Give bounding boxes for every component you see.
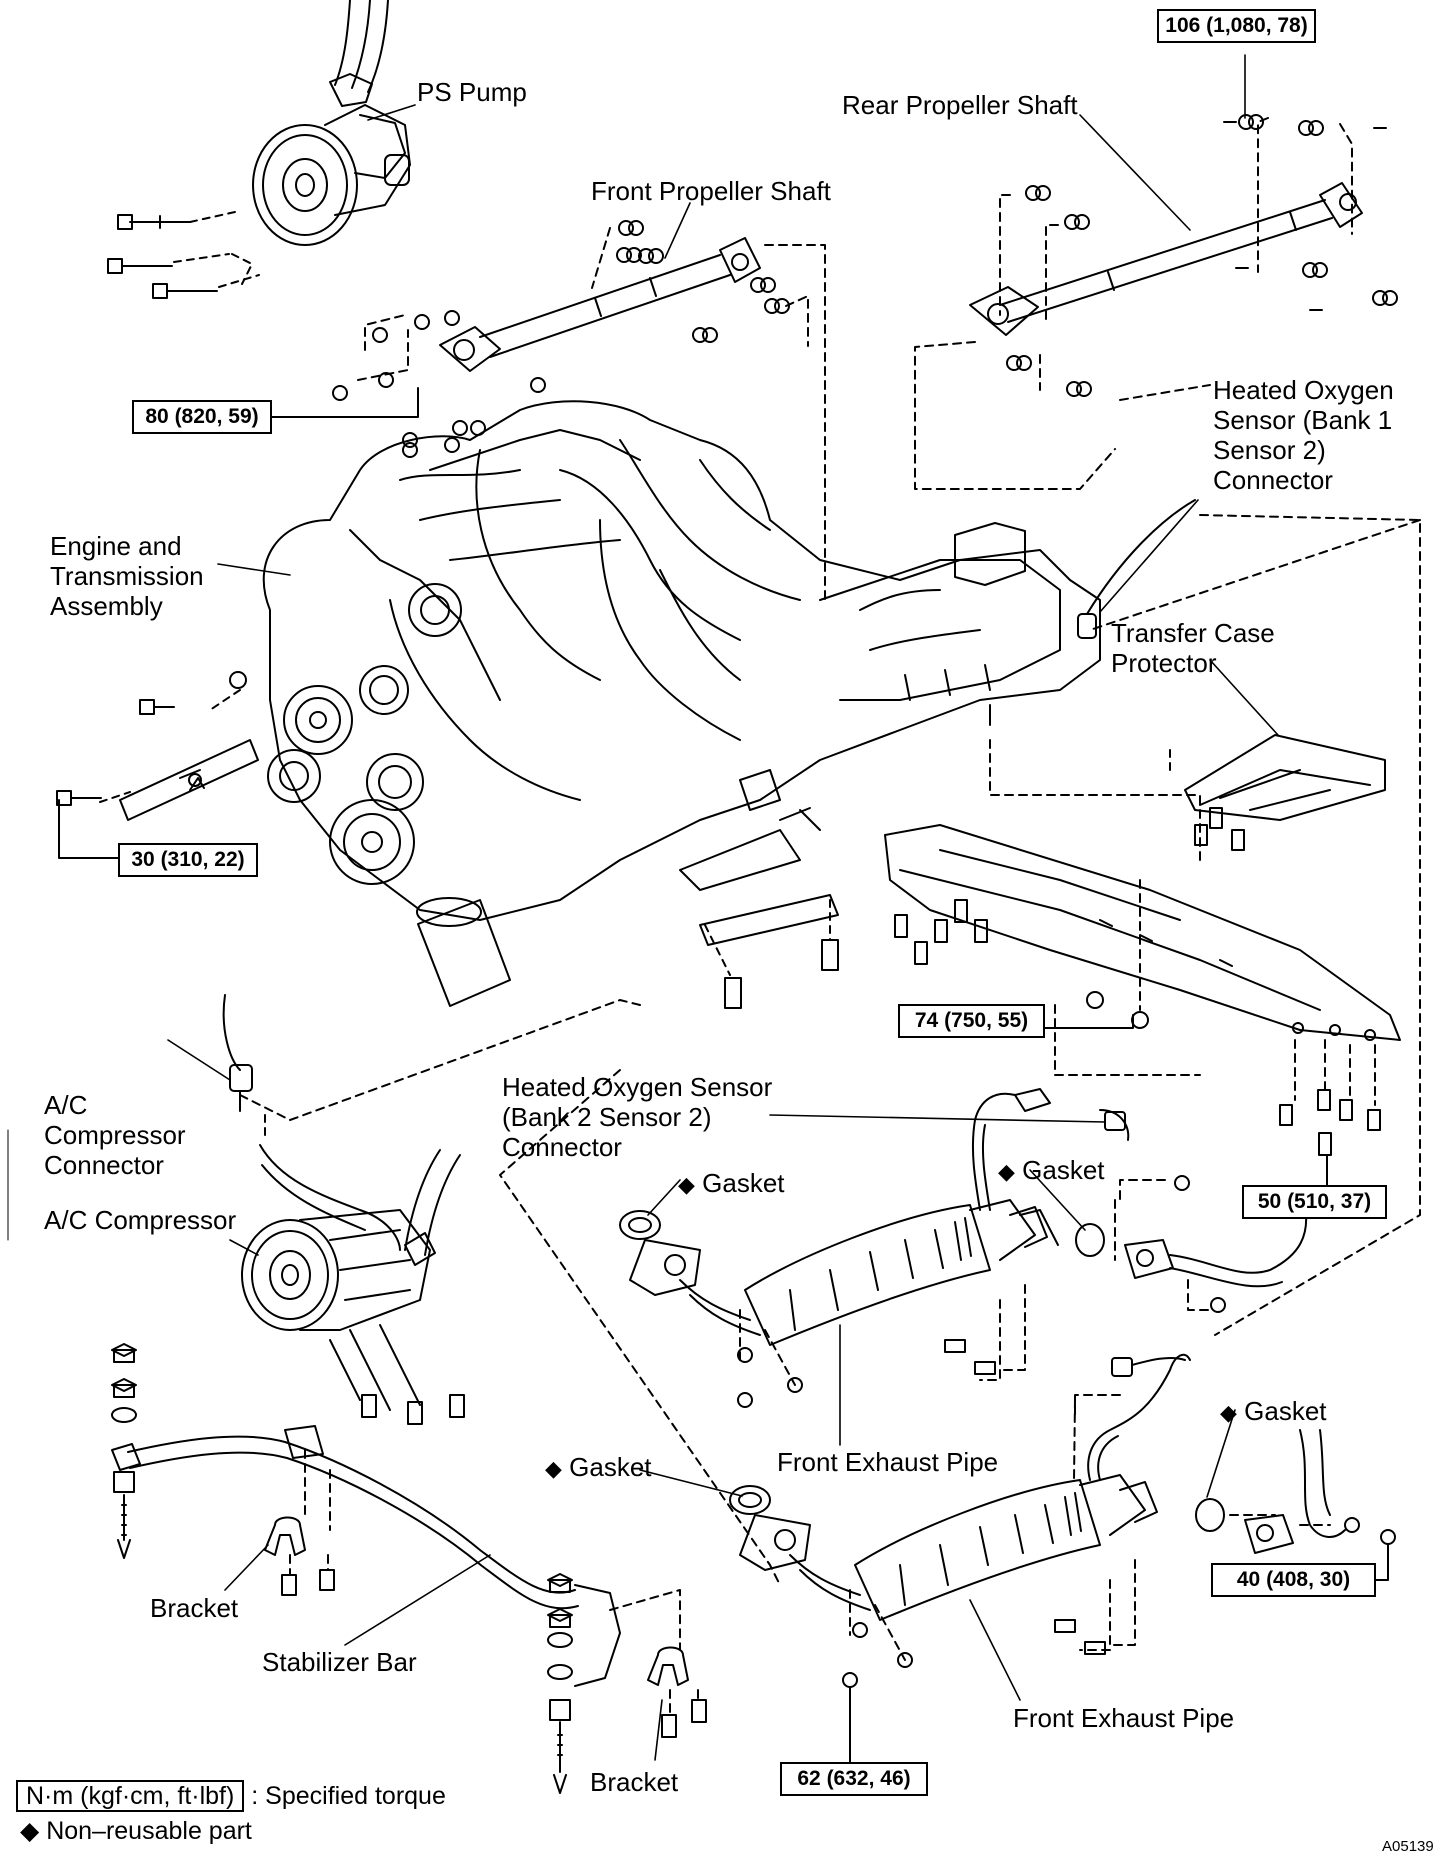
engine-block-drawing bbox=[262, 400, 1196, 1007]
label-bracket-2: Bracket bbox=[590, 1767, 679, 1797]
torque-80: 80 (820, 59) bbox=[132, 400, 272, 434]
torque-106: 106 (1,080, 78) bbox=[1157, 9, 1316, 43]
nonreusable-marker: ◆ bbox=[998, 1159, 1015, 1184]
torque-50: 50 (510, 37) bbox=[1242, 1185, 1387, 1219]
front-propeller-shaft-dashes bbox=[357, 227, 826, 606]
ac-compressor-dashes bbox=[239, 999, 641, 1121]
rear-propeller-shaft-dashes bbox=[914, 117, 1353, 490]
nonreusable-marker: ◆ bbox=[678, 1172, 695, 1197]
label-gasket-4-text: Gasket bbox=[569, 1452, 652, 1482]
stabilizer-dashes bbox=[289, 1449, 699, 1716]
label-front-propeller-shaft: Front Propeller Shaft bbox=[591, 176, 831, 206]
label-gasket-2: ◆ Gasket bbox=[998, 1155, 1105, 1187]
crossmember-dashes bbox=[989, 514, 1421, 1336]
label-stabilizer-bar: Stabilizer Bar bbox=[262, 1647, 417, 1677]
ps-pump-drawing bbox=[252, 0, 411, 246]
front-exhaust-upper-dashes bbox=[499, 1069, 1214, 1586]
front-propeller-shaft-drawing bbox=[439, 237, 761, 372]
rear-propeller-shaft-nuts bbox=[1006, 114, 1398, 397]
label-heated-oxygen-sensor-bank2-sensor2-connector: Heated Oxygen Sensor (Bank 2 Sensor 2) C… bbox=[502, 1072, 773, 1162]
label-gasket-1-text: Gasket bbox=[702, 1168, 785, 1198]
nonreusable-marker: ◆ bbox=[545, 1456, 562, 1481]
transfer-case-protector-drawing bbox=[1169, 734, 1386, 851]
legend-unit-box: N·m (kgf·cm, ft·lbf) bbox=[16, 1780, 245, 1812]
torque-30: 30 (310, 22) bbox=[118, 843, 258, 877]
engine-bottom-bracket bbox=[699, 894, 839, 1009]
torque-74: 74 (750, 55) bbox=[898, 1004, 1045, 1038]
label-front-exhaust-pipe-1: Front Exhaust Pipe bbox=[777, 1447, 999, 1477]
label-gasket-3: ◆ Gasket bbox=[1220, 1396, 1327, 1428]
legend-nonreusable-symbol: ◆ bbox=[20, 1817, 40, 1845]
label-gasket-4: ◆ Gasket bbox=[545, 1452, 652, 1484]
legend-nonreusable-text: Non–reusable part bbox=[46, 1817, 252, 1845]
label-bracket-1: Bracket bbox=[150, 1593, 239, 1623]
label-gasket-3-text: Gasket bbox=[1244, 1396, 1327, 1426]
leader-lines bbox=[167, 54, 1279, 1761]
label-ac-compressor: A/C Compressor bbox=[44, 1205, 237, 1235]
label-transfer-case-protector: Transfer Case Protector bbox=[1111, 618, 1275, 678]
label-rear-propeller-shaft: Rear Propeller Shaft bbox=[842, 90, 1078, 120]
crossmember-drawing bbox=[884, 824, 1401, 1156]
engine-mount-plate bbox=[56, 671, 259, 821]
label-engine-and-transmission-assembly: Engine and Transmission Assembly bbox=[50, 531, 204, 621]
rear-propeller-shaft-drawing bbox=[969, 182, 1363, 336]
ac-compressor-drawing bbox=[222, 994, 465, 1425]
legend-specified-torque: N·m (kgf·cm, ft·lbf) : Specified torque bbox=[16, 1780, 446, 1812]
legend-nonreusable: ◆ Non–reusable part bbox=[20, 1815, 252, 1847]
torque-62: 62 (632, 46) bbox=[780, 1762, 928, 1796]
legend-specified-text: : Specified torque bbox=[251, 1782, 446, 1810]
label-ps-pump: PS Pump bbox=[417, 77, 527, 107]
stabilizer-bar-drawing bbox=[111, 1425, 707, 1738]
ps-pump-bolts bbox=[107, 211, 260, 299]
torque-40: 40 (408, 30) bbox=[1211, 1563, 1376, 1597]
front-exhaust-lower-dashes bbox=[849, 1394, 1331, 1661]
label-gasket-2-text: Gasket bbox=[1022, 1155, 1105, 1185]
figure-id: A05139 bbox=[1382, 1838, 1434, 1855]
front-propeller-shaft-nuts bbox=[332, 220, 790, 458]
label-heated-oxygen-sensor-bank1-sensor2-connector: Heated Oxygen Sensor (Bank 1 Sensor 2) C… bbox=[1213, 375, 1394, 495]
label-ac-compressor-connector: A/C Compressor Connector bbox=[44, 1090, 186, 1180]
front-exhaust-pipe-lower-drawing bbox=[729, 1353, 1396, 1688]
label-gasket-1: ◆ Gasket bbox=[678, 1168, 785, 1200]
stabilizer-link-right bbox=[547, 1573, 573, 1794]
front-exhaust-pipe-upper-drawing bbox=[619, 1088, 1308, 1408]
stabilizer-link-left bbox=[111, 1343, 137, 1559]
label-front-exhaust-pipe-2: Front Exhaust Pipe bbox=[1013, 1703, 1235, 1733]
nonreusable-marker: ◆ bbox=[1220, 1400, 1237, 1425]
